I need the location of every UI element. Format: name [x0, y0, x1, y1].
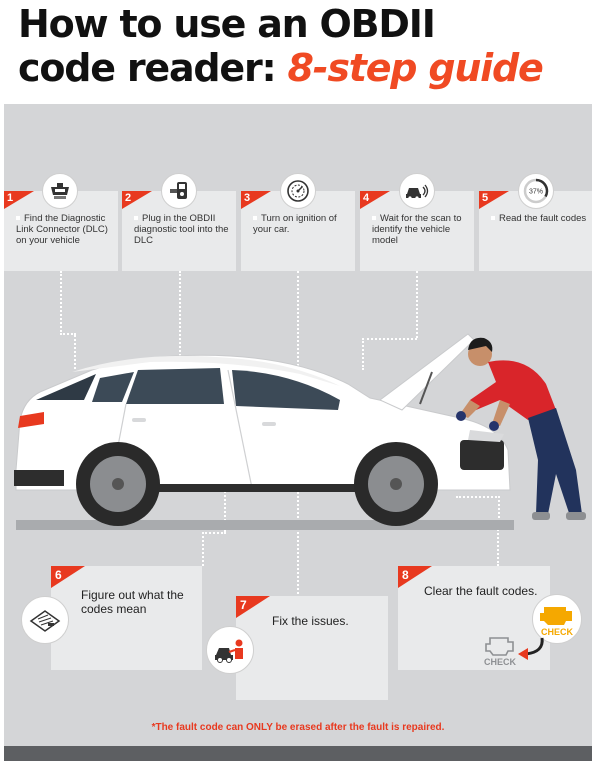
- ignition-gauge-icon: [280, 173, 316, 209]
- connector-line-6-h: [202, 532, 226, 566]
- step-badge-6: [51, 566, 85, 588]
- step-badge-5: [479, 191, 509, 209]
- check-active-label: CHECK: [541, 627, 574, 637]
- rear-hub: [112, 478, 124, 490]
- step-card-7: 7 Fix the issues.: [236, 596, 388, 700]
- step-text-2: Plug in the OBDII diagnostic tool into t…: [134, 213, 234, 246]
- title-line-2-prefix: code reader:: [18, 46, 288, 90]
- connector-line-2: [179, 271, 181, 356]
- bottom-strip: [4, 746, 592, 761]
- headlight: [468, 430, 504, 442]
- door-handle-1: [132, 418, 146, 422]
- front-hub: [390, 478, 402, 490]
- title-line-1: How to use an OBDII: [18, 2, 436, 46]
- step-number-5: 5: [482, 192, 489, 204]
- clipboard-icon: [21, 596, 69, 644]
- car-roof: [72, 355, 340, 386]
- obd-connector-icon: [42, 173, 78, 209]
- connector-line-1-down: [74, 335, 76, 369]
- rear-bumper: [14, 470, 64, 486]
- connector-line-1: [60, 271, 76, 335]
- step-text-1: Find the Diagnostic Link Connector (DLC)…: [16, 213, 116, 246]
- title-line-2: code reader: 8-step guide: [18, 46, 588, 90]
- progress-37-label: 37%: [529, 189, 543, 196]
- connector-line-8-down: [497, 526, 499, 566]
- step-text-2-content: Plug in the OBDII diagnostic tool into t…: [134, 213, 229, 246]
- mechanic-icon: [206, 626, 254, 674]
- mechanic-glove-2: [489, 421, 499, 431]
- connector-line-4: [362, 338, 417, 370]
- step-badge-4: [360, 191, 390, 209]
- door-handle-2: [262, 422, 276, 426]
- step-badge-3: [241, 191, 271, 209]
- connector-line-3: [297, 271, 299, 366]
- step-card-6: 6 Figure out what the codes mean: [51, 566, 202, 670]
- mechanic-hair: [468, 337, 493, 352]
- check-engine-active-icon: CHECK: [532, 594, 582, 644]
- step-number-8: 8: [402, 568, 409, 582]
- door-line-2: [227, 369, 253, 489]
- step-text-5: Read the fault codes: [491, 213, 589, 224]
- step-number-2: 2: [125, 192, 132, 204]
- step-text-3: Turn on ignition of your car.: [253, 213, 353, 235]
- tail-light: [18, 412, 44, 428]
- step-number-1: 1: [7, 192, 14, 204]
- mechanic-shoe-1: [532, 512, 550, 520]
- mechanic-glove: [456, 411, 466, 421]
- step-text-6: Figure out what the codes mean: [81, 588, 184, 616]
- step-card-8: 8 Clear the fault codes.: [398, 566, 550, 670]
- step-number-6: 6: [55, 568, 62, 582]
- bullet: [253, 216, 257, 221]
- mechanic-shirt: [470, 360, 556, 420]
- arrow-icon: [518, 637, 544, 660]
- ground-shadow: [16, 520, 514, 530]
- bullet: [372, 216, 376, 221]
- rear-window: [36, 374, 96, 400]
- step-number-4: 4: [363, 192, 370, 204]
- mechanic-legs: [528, 408, 582, 516]
- side-window-1: [92, 372, 134, 402]
- bullet: [134, 216, 138, 221]
- connector-line-7: [297, 480, 299, 594]
- step-badge-7: [236, 596, 270, 618]
- step-number-7: 7: [240, 598, 247, 612]
- step-text-4-content: Wait for the scan to identify the vehicl…: [372, 213, 462, 246]
- step-badge-1: [4, 191, 34, 209]
- step-text-8: Clear the fault codes.: [424, 584, 538, 598]
- open-hood: [379, 333, 475, 411]
- step-badge-8: [398, 566, 432, 588]
- footnote: *The fault code can ONLY be erased after…: [151, 722, 445, 733]
- step-badge-2: [122, 191, 152, 209]
- step-number-3: 3: [244, 192, 251, 204]
- bullet: [491, 216, 495, 221]
- side-window-2: [126, 368, 224, 404]
- mechanic-arm-2: [492, 400, 510, 426]
- step-text-1-content: Find the Diagnostic Link Connector (DLC)…: [16, 213, 108, 246]
- hood-strut: [419, 371, 433, 405]
- bullet: [16, 216, 20, 221]
- progress-37-icon: 37%: [518, 173, 554, 209]
- mechanic-shoe-2: [566, 512, 586, 520]
- check-cleared-label: CHECK: [484, 657, 517, 667]
- connector-line-4-up: [416, 271, 418, 338]
- side-window-3: [232, 370, 340, 410]
- front-grille: [460, 440, 504, 470]
- step-card-3: 3 Turn on ignition of your car.: [241, 191, 355, 271]
- diagnostic-tool-icon: [161, 173, 197, 209]
- side-skirt: [140, 484, 370, 492]
- check-engine-cleared-icon: CHECK: [478, 634, 526, 668]
- title-line-2-accent: 8-step guide: [287, 46, 544, 90]
- step-text-4: Wait for the scan to identify the vehicl…: [372, 213, 472, 246]
- car-scan-icon: [399, 173, 435, 209]
- step-card-4: 4 Wait for the scan to identify the vehi…: [360, 191, 474, 271]
- step-text-5-content: Read the fault codes: [499, 213, 587, 224]
- step-text-3-content: Turn on ignition of your car.: [253, 213, 337, 235]
- step-text-7: Fix the issues.: [272, 614, 349, 628]
- page-title: How to use an OBDII code reader: 8-step …: [18, 2, 588, 90]
- connector-line-8: [456, 496, 500, 526]
